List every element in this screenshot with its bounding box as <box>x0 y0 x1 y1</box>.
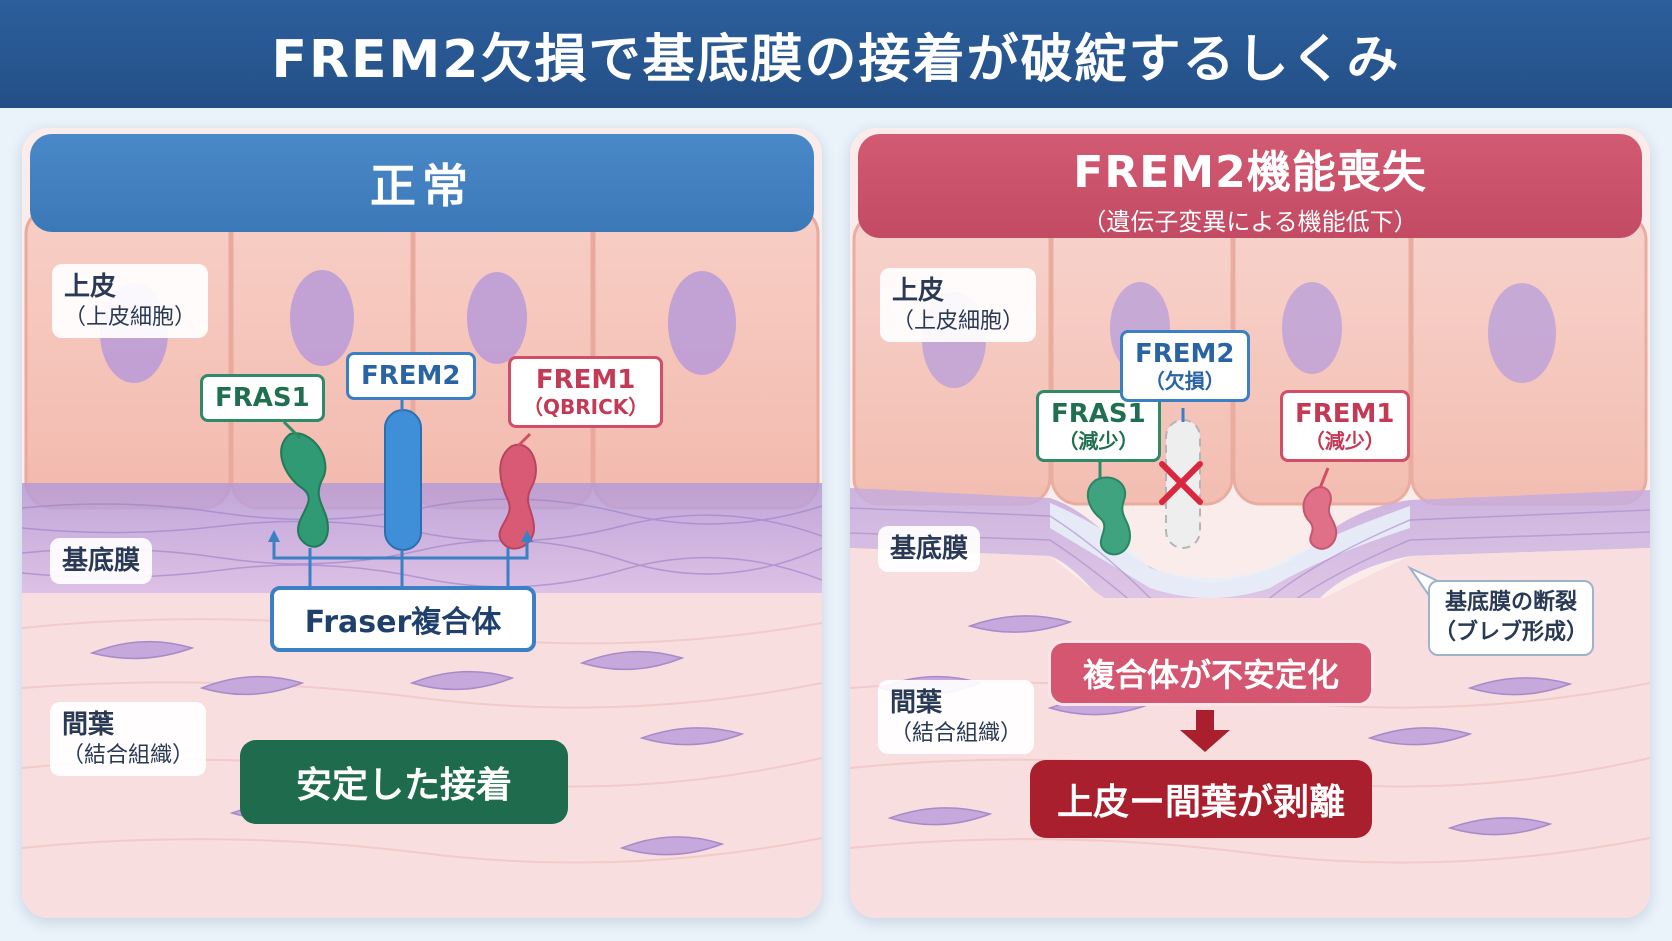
membrane-break-callout: 基底膜の断裂 （ブレブ形成） <box>1428 580 1594 656</box>
fras1-reduced-protein <box>1086 476 1132 556</box>
stable-adhesion-badge: 安定した接着 <box>240 740 568 824</box>
loss-header: FREM2機能喪失 （遺伝子変異による機能低下） <box>858 134 1642 238</box>
fras1-label: FRAS1 <box>200 374 325 422</box>
frem2-label: FREM2 <box>346 352 476 400</box>
frem2-label: FREM2 （欠損） <box>1120 330 1250 402</box>
nucleus <box>1282 282 1342 374</box>
frem1-protein <box>498 443 537 550</box>
epithelium-label: 上皮 （上皮細胞） <box>880 268 1037 342</box>
frem2-text: FREM2 <box>361 361 461 391</box>
nucleus <box>1488 283 1556 383</box>
normal-header: 正常 <box>30 134 814 232</box>
fras1-sub: （減少） <box>1058 429 1139 453</box>
fraser-complex-label: Fraser複合体 <box>270 586 536 652</box>
detachment-badge: 上皮ー間葉が剥離 <box>1030 760 1372 838</box>
bm-title: 基底膜 <box>890 534 969 564</box>
detachment-text: 上皮ー間葉が剥離 <box>1056 782 1345 823</box>
frem1-label: FREM1 （QBRICK） <box>508 356 664 428</box>
mesenchyme-title: 間葉 <box>62 710 115 740</box>
complex-unstable-badge: 複合体が不安定化 <box>1048 640 1374 706</box>
bm-title: 基底膜 <box>62 546 141 576</box>
arrow-down-icon <box>1180 710 1230 752</box>
epithelium-title: 上皮 <box>64 272 117 302</box>
frem1-label: FREM1 （減少） <box>1280 390 1410 462</box>
loss-panel: FREM2機能喪失 （遺伝子変異による機能低下） 上皮 （上皮細胞） 基底膜 間… <box>850 128 1650 918</box>
epithelium-sub: （上皮細胞） <box>64 305 197 330</box>
membrane-break-text: 基底膜の断裂 <box>1444 590 1577 615</box>
mesenchyme-label: 間葉 （結合組織） <box>878 680 1035 754</box>
epithelium-label: 上皮 （上皮細胞） <box>52 264 209 338</box>
mesenchyme-sub: （結合組織） <box>62 743 195 768</box>
epithelium-title: 上皮 <box>892 276 945 306</box>
frem1-text: FREM1 <box>1295 399 1395 429</box>
complex-bracket <box>272 540 529 588</box>
mesenchyme-label: 間葉 （結合組織） <box>50 702 207 776</box>
cross-mark-icon <box>1159 461 1203 505</box>
fras1-text: FRAS1 <box>1051 399 1146 429</box>
nucleus <box>290 270 354 366</box>
stable-adhesion-text: 安定した接着 <box>295 765 512 806</box>
frem1-text: FREM1 <box>535 365 636 395</box>
frem2-text: FREM2 <box>1135 339 1235 369</box>
fras1-text: FRAS1 <box>215 383 310 413</box>
frem1-sub: （QBRICK） <box>523 395 649 419</box>
bleb-formation-text: （ブレブ形成） <box>1434 620 1589 645</box>
frem1-sub: （減少） <box>1304 429 1385 453</box>
frem2-protein <box>384 409 422 551</box>
frem1-reduced-protein <box>1302 486 1338 550</box>
basement-membrane-label: 基底膜 <box>50 538 153 584</box>
frem2-sub: （欠損） <box>1144 369 1225 393</box>
title-bar: FREM2欠損で基底膜の接着が破綻するしくみ <box>0 0 1672 108</box>
normal-header-title: 正常 <box>370 159 474 213</box>
loss-header-title: FREM2機能喪失 <box>1073 146 1427 198</box>
loss-header-subtitle: （遺伝子変異による機能低下） <box>1082 207 1418 236</box>
mesenchyme-sub: （結合組織） <box>890 721 1023 746</box>
nucleus <box>467 272 527 364</box>
nucleus <box>668 271 736 375</box>
fras1-label: FRAS1 （減少） <box>1036 390 1161 462</box>
bleb-gap <box>1050 503 1410 598</box>
fraser-complex-text: Fraser複合体 <box>304 605 502 640</box>
mesenchyme-title: 間葉 <box>890 688 943 718</box>
fras1-protein <box>280 432 330 548</box>
epithelium-sub: （上皮細胞） <box>892 309 1025 334</box>
complex-unstable-text: 複合体が不安定化 <box>1082 656 1339 694</box>
basement-membrane-label: 基底膜 <box>878 526 981 572</box>
page-title: FREM2欠損で基底膜の接着が破綻するしくみ <box>271 29 1401 90</box>
normal-panel: 正常 上皮 （上皮細胞） 基底膜 間葉 （結合組織） FRAS1 FREM2 F… <box>22 128 822 918</box>
